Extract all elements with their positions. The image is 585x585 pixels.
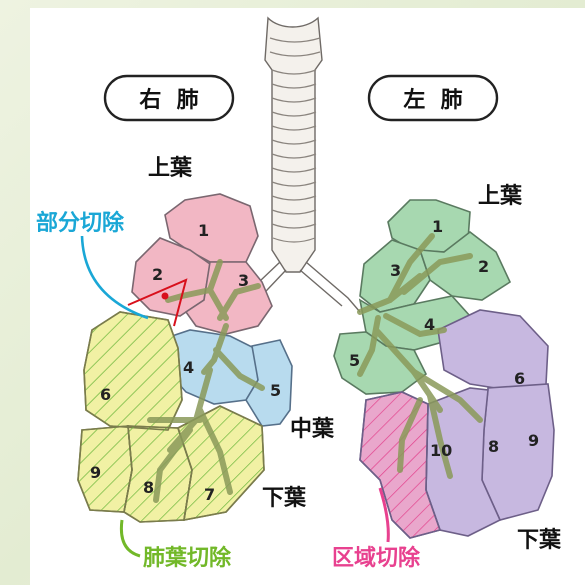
- segment-number: 3: [238, 271, 249, 290]
- segmentectomy-label: 区域切除: [332, 545, 421, 571]
- segment-number: 9: [528, 431, 539, 450]
- segment-number: 6: [100, 385, 111, 404]
- lobectomy-label: 肺葉切除: [143, 545, 232, 571]
- segment-number: 10: [430, 441, 452, 460]
- lobectomy-callout-line: [121, 520, 140, 556]
- middle-lobe-label: 中葉: [290, 417, 335, 442]
- segment-number: 1: [198, 221, 209, 240]
- segment-number: 8: [488, 437, 499, 456]
- segment-number: 9: [90, 463, 101, 482]
- right-lung-label-box: 右 肺: [105, 76, 233, 120]
- segment-number: 2: [478, 257, 489, 276]
- right-upper-lobe: [132, 194, 272, 334]
- segment-number: 2: [152, 265, 163, 284]
- left-lung-label: 左 肺: [403, 87, 462, 113]
- left-lower-lobe-label: 下葉: [517, 528, 562, 553]
- segment-number: 4: [183, 358, 194, 377]
- segment-number: 8: [143, 478, 154, 497]
- segment-number: 3: [390, 261, 401, 280]
- segment-number: 6: [514, 369, 525, 388]
- segment-number: 5: [349, 351, 360, 370]
- segment-number: 4: [424, 315, 435, 334]
- left-lung-label-box: 左 肺: [369, 76, 497, 120]
- segment-number: 7: [204, 485, 215, 504]
- right-lower-lobe-label: 下葉: [262, 486, 307, 511]
- segment-number: 5: [270, 381, 281, 400]
- segment-number: 1: [432, 217, 443, 236]
- right-upper-lobe-label: 上葉: [148, 156, 193, 181]
- right-lung-label: 右 肺: [139, 88, 198, 113]
- resection-dot: [162, 293, 169, 300]
- partial-resection-label: 部分切除: [36, 210, 125, 236]
- left-upper-lobe-label: 上葉: [478, 184, 523, 209]
